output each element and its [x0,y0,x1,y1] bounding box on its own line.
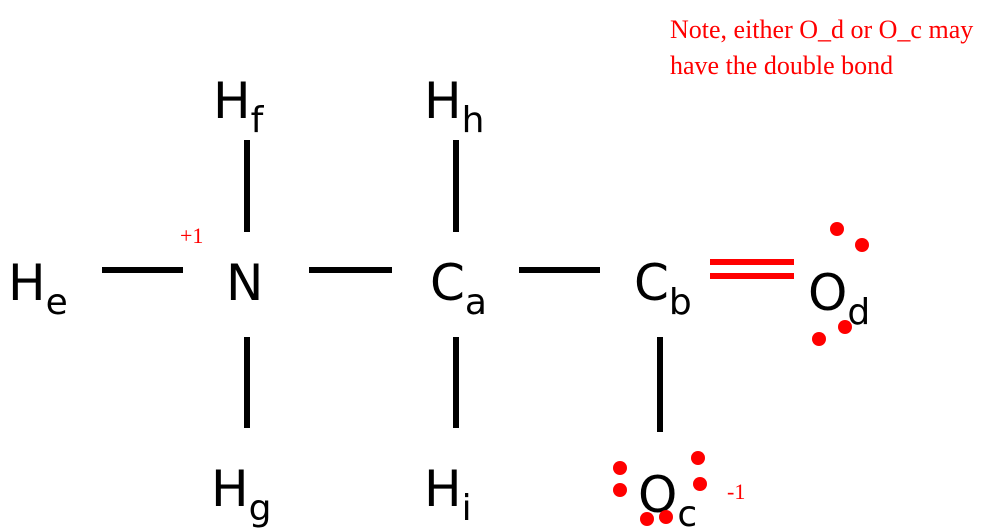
atom-hi: Hi [424,460,472,529]
atom-symbol: H [424,460,462,518]
atom-symbol: O [808,264,847,322]
atom-symbol: H [211,460,249,518]
atom-cb: Cb [634,254,692,323]
atom-subscript: i [462,488,472,529]
atom-symbol: C [430,254,465,312]
atom-symbol: H [8,254,46,312]
atom-subscript: h [462,100,485,141]
lone-pair-electron-od [812,332,826,346]
atoms: Hf Hh He N Ca Cb Od Hg Hi Oc [8,72,870,529]
atom-subscript: b [669,282,692,323]
formal-charges: +1 -1 [180,223,745,504]
charge-oc: -1 [727,479,745,504]
atom-subscript: f [251,100,265,141]
atom-subscript: a [465,282,487,323]
atom-subscript: g [249,488,272,529]
lone-pair-electron-oc [659,510,673,524]
atom-symbol: H [213,72,251,130]
lone-pair-electron-od [838,320,852,334]
atom-subscript: d [847,292,870,333]
lone-pair-electron-oc [691,451,705,465]
atom-symbol: H [424,72,462,130]
lone-pair-electron-oc [640,512,654,526]
atom-n: N [226,254,263,312]
atom-hf: Hf [213,72,265,141]
lone-pair-electron-oc [613,483,627,497]
lone-pair-electron-od [855,238,869,252]
atom-symbol: N [226,254,263,312]
atom-subscript: c [677,494,697,529]
double-bond-note: Note, either O_d or O_c may have the dou… [670,15,974,80]
atom-hh: Hh [424,72,484,141]
lone-pair-electron-oc [693,477,707,491]
bonds [102,140,794,432]
charge-n: +1 [180,223,203,248]
atom-od: Od [808,264,870,333]
atom-he: He [8,254,68,323]
lone-pair-electron-oc [613,461,627,475]
atom-hg: Hg [211,460,271,529]
lone-pair-electron-od [830,222,844,236]
atom-symbol: C [634,254,669,312]
atom-subscript: e [46,282,68,323]
atom-ca: Ca [430,254,487,323]
lone-pair-electrons [613,222,869,526]
